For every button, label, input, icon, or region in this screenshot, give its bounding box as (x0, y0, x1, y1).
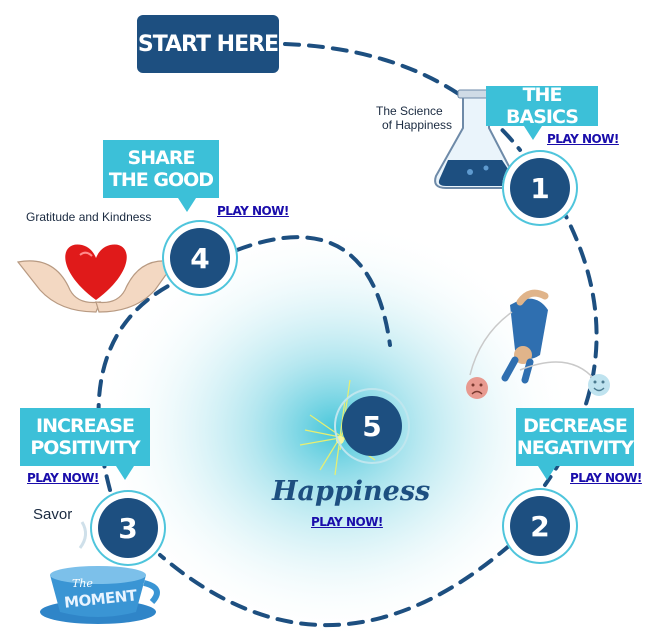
step-1-node[interactable]: 1 (502, 150, 578, 226)
heart-hands-icon (16, 244, 177, 313)
callout-decrease-negativity: DECREASE NEGATIVITY (516, 408, 634, 466)
callout-the-basics: THE BASICS (486, 84, 598, 128)
start-here-button[interactable]: START HERE (137, 15, 279, 73)
share-play-now-link[interactable]: PLAY NOW! (217, 204, 289, 218)
callout-title-l1: SHARE (127, 147, 196, 169)
increase-caption: Savor (33, 506, 73, 523)
step-number: 1 (510, 158, 570, 218)
step-5-node[interactable]: 5 (334, 388, 410, 464)
callout-tail (524, 126, 542, 140)
motion-arc (519, 361, 596, 381)
dashed-path-start-to-1 (283, 42, 522, 152)
happiness-title: Happiness (272, 476, 431, 507)
step-number: 5 (342, 396, 402, 456)
caption-line: The Science (376, 104, 443, 118)
teacup-icon (40, 521, 160, 624)
callout-increase-positivity: INCREASE POSITIVITY (20, 408, 150, 466)
smile-face-icon (588, 374, 610, 396)
sparkle-core (336, 436, 344, 444)
caption-line: of Happiness (382, 118, 453, 132)
step-number: 2 (510, 496, 570, 556)
callout-title-l1: DECREASE (523, 415, 628, 437)
callout-title-l2: THE GOOD (108, 169, 214, 191)
callout-share-the-good: SHARE THE GOOD (103, 140, 219, 198)
step-number: 3 (98, 498, 158, 558)
callout-tail (178, 198, 196, 212)
basics-play-now-link[interactable]: PLAY NOW! (547, 132, 619, 146)
cup-text-the: The (72, 577, 93, 590)
motion-arc (469, 311, 513, 376)
happiness-glow (95, 220, 575, 640)
happiness-play-now-link[interactable]: PLAY NOW! (311, 515, 383, 529)
callout-tail (116, 466, 134, 480)
share-caption: Gratitude and Kindness (26, 210, 152, 224)
callout-title-l2: NEGATIVITY (516, 437, 634, 459)
callout-title-l2: POSITIVITY (30, 437, 140, 459)
callout-tail (538, 466, 556, 480)
diver-icon (501, 289, 549, 384)
basics-caption: The Science of Happiness (376, 104, 452, 132)
callout-title-l1: INCREASE (36, 415, 135, 437)
increase-play-now-link[interactable]: PLAY NOW! (27, 471, 99, 485)
frown-face-icon (466, 377, 488, 399)
dashed-path-2-to-3 (158, 543, 512, 628)
dashed-path-1-to-2 (543, 203, 599, 487)
step-number: 4 (170, 228, 230, 288)
decrease-play-now-link[interactable]: PLAY NOW! (570, 471, 642, 485)
step-2-node[interactable]: 2 (502, 488, 578, 564)
dashed-path-4-to-5 (235, 235, 392, 347)
callout-title: THE BASICS (506, 84, 579, 128)
step-3-node[interactable]: 3 (90, 490, 166, 566)
step-4-node[interactable]: 4 (162, 220, 238, 296)
